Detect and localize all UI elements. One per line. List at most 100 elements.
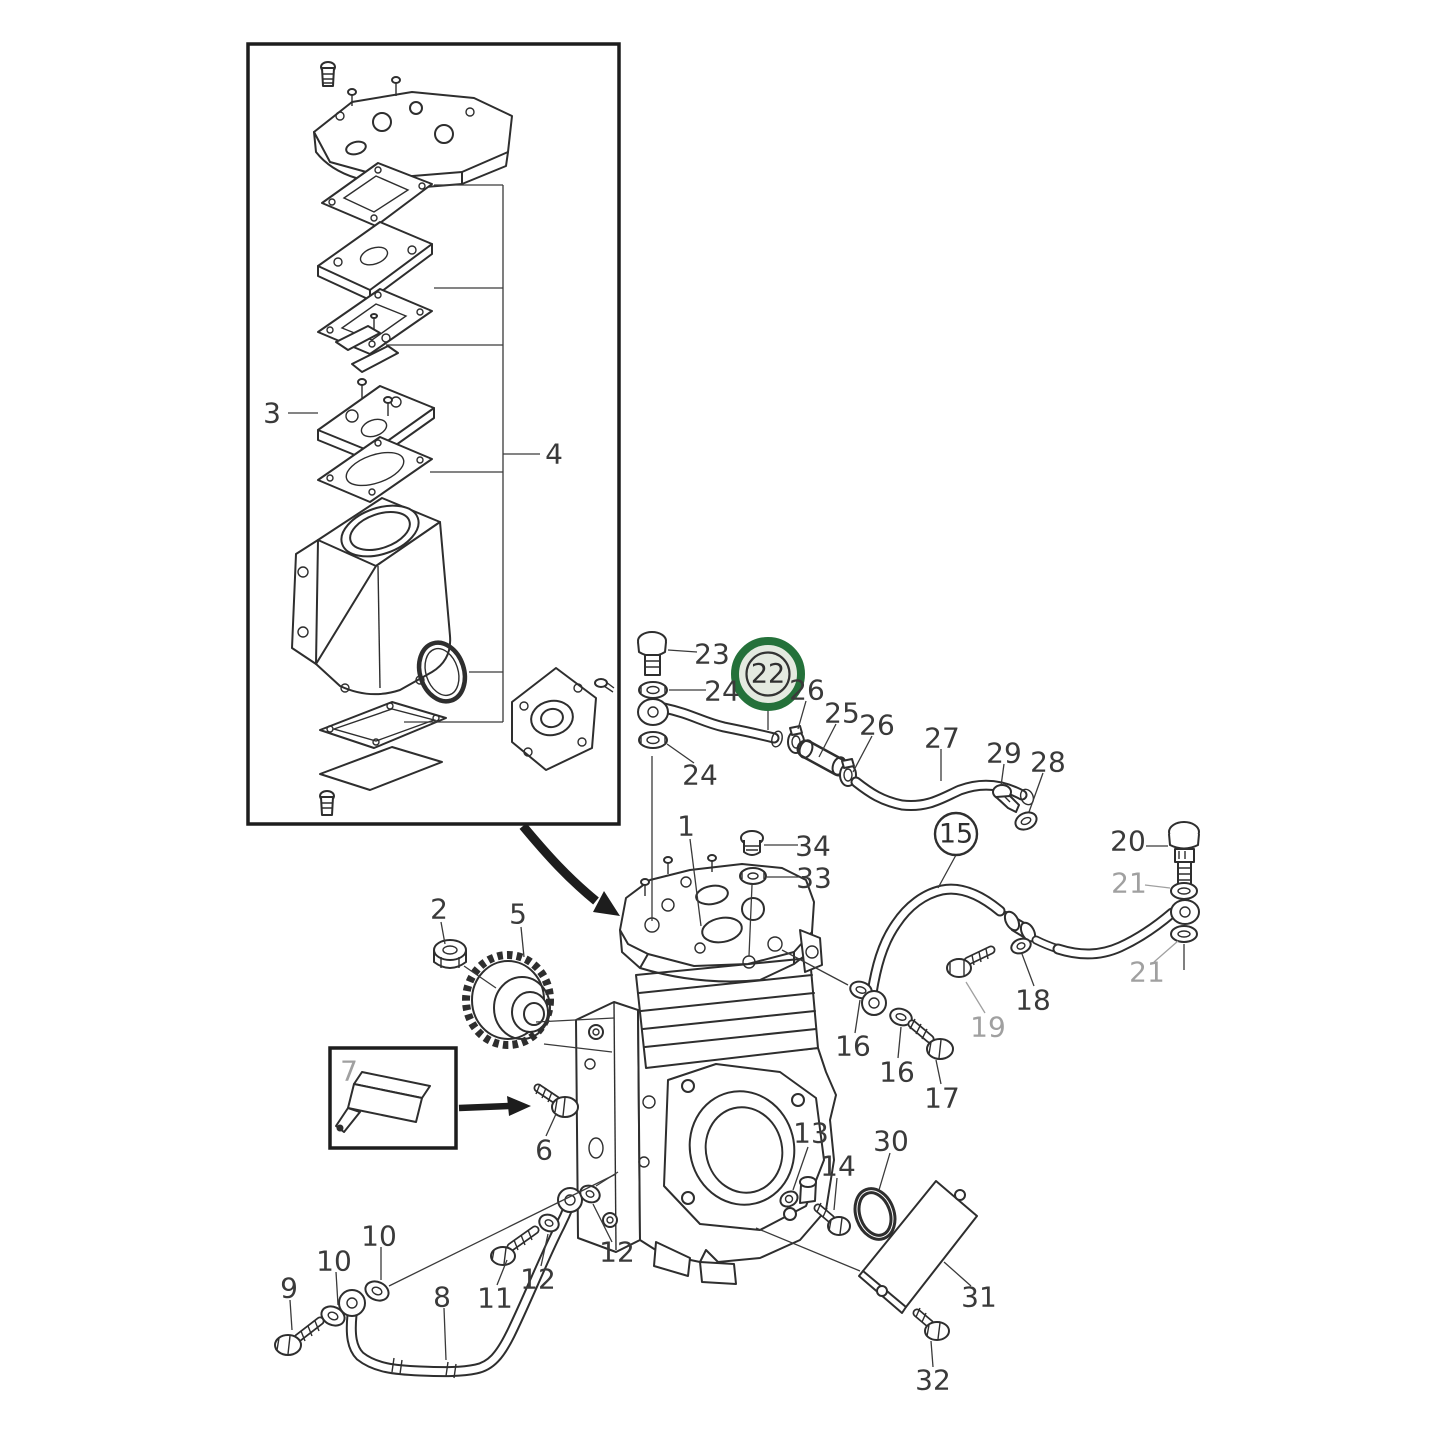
washer-24-lower xyxy=(638,731,668,749)
o-ring-30 xyxy=(853,1187,897,1241)
washer-21-lower xyxy=(1170,925,1198,943)
part-callout-17-19[interactable]: 17 xyxy=(924,1082,960,1115)
part-callout-23-26[interactable]: 23 xyxy=(694,638,730,671)
part-callout-5-4[interactable]: 5 xyxy=(509,898,527,931)
part-callout-18-20[interactable]: 18 xyxy=(1015,984,1051,1017)
washer-24-upper xyxy=(638,681,668,699)
part-callout-15-16[interactable]: 15 xyxy=(939,819,973,850)
part-callout-32-37[interactable]: 32 xyxy=(915,1364,951,1397)
part-callout-7-6[interactable]: 7 xyxy=(340,1055,358,1088)
head-gasket-part xyxy=(321,162,433,227)
part-callout-29-34[interactable]: 29 xyxy=(986,737,1022,770)
adapter-flange-part xyxy=(511,667,615,771)
part-callout-24-27[interactable]: 24 xyxy=(704,675,740,708)
washer-10-lower xyxy=(320,1305,346,1327)
cylinder-block-part xyxy=(291,497,452,696)
washer-10-upper xyxy=(364,1280,390,1302)
bolt-19 xyxy=(946,945,996,978)
cover-plate-31 xyxy=(858,1180,978,1314)
part-callout-33-38[interactable]: 33 xyxy=(796,862,832,895)
part-callout-22-25[interactable]: 22 xyxy=(751,659,785,690)
inset-exploded-head-box xyxy=(246,42,621,826)
part-callout-24-28[interactable]: 24 xyxy=(682,759,718,792)
clamp-13 xyxy=(779,1176,817,1208)
base-gasket-part xyxy=(319,701,447,749)
part-callout-13-14[interactable]: 13 xyxy=(793,1117,829,1150)
part-callout-26-31[interactable]: 26 xyxy=(859,709,895,742)
cylinder-head-top-part xyxy=(313,76,513,191)
part-callout-30-35[interactable]: 30 xyxy=(873,1125,909,1158)
washer-12-left xyxy=(538,1213,560,1233)
highlight-ring-22[interactable] xyxy=(731,637,805,711)
bottom-plate-part xyxy=(319,746,443,791)
banjo-fitting-pipe-22 xyxy=(637,698,783,748)
front-flange xyxy=(663,1063,825,1231)
part-callout-16-17[interactable]: 16 xyxy=(835,1030,871,1063)
bolt-20 xyxy=(1168,821,1200,885)
part-callout-20-22[interactable]: 20 xyxy=(1110,825,1146,858)
banjo-fitting-8-right xyxy=(557,1187,583,1213)
part-callout-10-10[interactable]: 10 xyxy=(361,1220,397,1253)
part-callout-26-30[interactable]: 26 xyxy=(789,674,825,707)
grease-apply-arrow xyxy=(458,1096,531,1116)
part-callout-14-15[interactable]: 14 xyxy=(820,1150,856,1183)
drive-gear-assembly xyxy=(433,939,554,1049)
fitting-18 xyxy=(1003,910,1063,955)
part-callout-27-32[interactable]: 27 xyxy=(924,722,960,755)
part-callout-3-2[interactable]: 3 xyxy=(263,397,281,430)
compressor-head xyxy=(619,854,823,983)
part-callout-2-1[interactable]: 2 xyxy=(430,893,448,926)
bolt-17 xyxy=(907,1018,954,1060)
callout-circle-15[interactable] xyxy=(933,811,979,857)
bolt-14 xyxy=(813,1202,851,1236)
part-callout-4-3[interactable]: 4 xyxy=(545,438,563,471)
part-callout-28-33[interactable]: 28 xyxy=(1030,746,1066,779)
detail-arrow xyxy=(519,823,620,916)
leader-lines xyxy=(289,649,1185,1368)
highlight-inner-circle-22 xyxy=(745,651,791,697)
bolt-icon xyxy=(320,61,336,87)
bracket-lines-label4 xyxy=(386,184,540,723)
part-callout-6-5[interactable]: 6 xyxy=(535,1134,553,1167)
part-callout-19-21[interactable]: 19 xyxy=(970,1011,1006,1044)
part-callout-12-13[interactable]: 12 xyxy=(599,1236,635,1269)
part-callout-34-39[interactable]: 34 xyxy=(795,830,831,863)
part-callout-10-9[interactable]: 10 xyxy=(316,1245,352,1278)
pipe-15-assembly xyxy=(849,883,1178,1060)
lower-gasket-part xyxy=(317,436,433,503)
part-callout-11-11[interactable]: 11 xyxy=(477,1282,513,1315)
bolt-11 xyxy=(490,1225,540,1266)
washer-28 xyxy=(1014,811,1038,831)
bolt-icon xyxy=(319,790,335,816)
part-callout-21-23[interactable]: 21 xyxy=(1111,867,1147,900)
banjo-fitting-8 xyxy=(338,1289,366,1317)
inset-box-border xyxy=(246,42,621,826)
banjo-fitting-15 xyxy=(861,990,887,1016)
plug-34 xyxy=(740,830,764,856)
right-banjo-assembly xyxy=(1168,821,1200,943)
reed-valve-parts xyxy=(335,313,399,373)
banjo-bolt-23 xyxy=(637,631,667,676)
gasket-part xyxy=(317,288,433,355)
part-callout-16-18[interactable]: 16 xyxy=(879,1056,915,1089)
grease-box-border xyxy=(328,1046,458,1150)
washer-21-upper xyxy=(1170,882,1198,900)
grease-inset-box xyxy=(328,1046,458,1150)
washer-33 xyxy=(739,867,767,885)
part-callout-25-29[interactable]: 25 xyxy=(824,697,860,730)
fitting-29 xyxy=(992,784,1020,813)
pipe-27 xyxy=(850,776,1035,812)
part-callout-21-24[interactable]: 21 xyxy=(1129,956,1165,989)
part-callout-31-36[interactable]: 31 xyxy=(961,1281,997,1314)
part-callout-9-8[interactable]: 9 xyxy=(280,1272,298,1305)
part-callout-1-0[interactable]: 1 xyxy=(677,810,695,843)
part-callout-12-12[interactable]: 12 xyxy=(520,1263,556,1296)
bolt-32 xyxy=(912,1307,950,1341)
hose-25 xyxy=(796,739,849,777)
foot xyxy=(699,1261,737,1285)
banjo-fitting-right xyxy=(1170,899,1200,925)
shaft-nut xyxy=(433,939,467,969)
valve-spacer-part xyxy=(317,221,433,301)
part-callout-8-7[interactable]: 8 xyxy=(433,1281,451,1314)
